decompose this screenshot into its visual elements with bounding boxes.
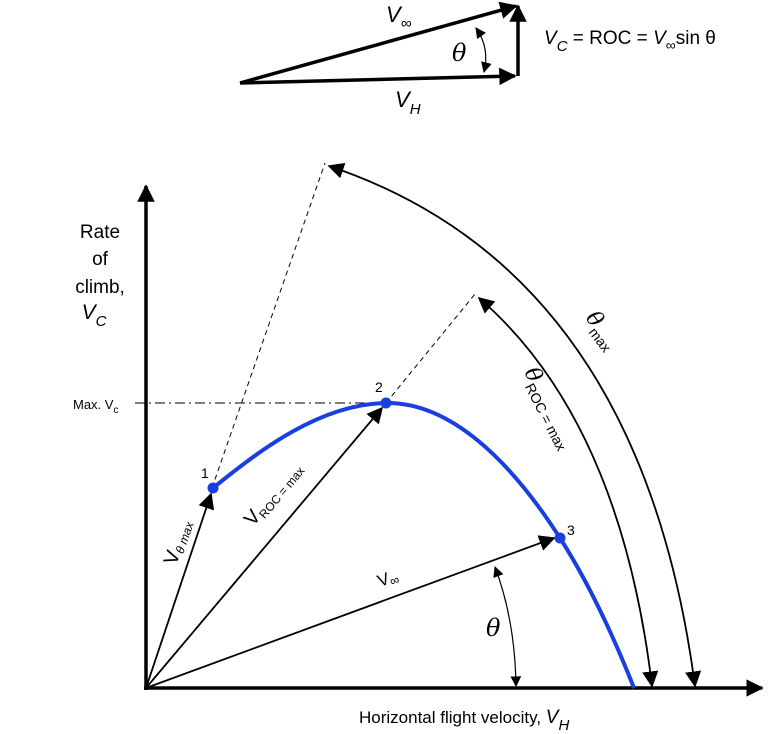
max-vc-label: Max. Vc <box>73 397 118 416</box>
v-inf-label: V∞ <box>386 2 412 32</box>
axes <box>137 184 764 697</box>
roc-equation: VC = ROC = V∞sin θ <box>544 28 716 55</box>
vector-triangle: V∞ VH θ VC = ROC = V∞sin θ <box>239 1 716 118</box>
point-3-label: 1 <box>201 465 209 481</box>
theta-max-arc <box>327 162 702 688</box>
x-axis-label: Horizontal flight velocity, VH <box>359 707 569 734</box>
v-inf-main-label: V∞ <box>375 566 402 593</box>
theta-max-label: θmax <box>578 307 624 356</box>
y-axis-label: Rate of climb, VC <box>75 222 125 330</box>
svg-text:VC: VC <box>82 301 107 330</box>
point-1 <box>554 532 566 544</box>
theta-roc-max-arc <box>477 296 659 688</box>
theta-max-dashed-line <box>211 162 326 489</box>
roc-max-dashed-line <box>385 293 476 404</box>
v-inf-vector <box>239 1 518 85</box>
v-theta-max-vector <box>145 492 215 689</box>
svg-text:Rate: Rate <box>80 222 120 243</box>
theta-label-top: θ <box>452 39 467 67</box>
v-theta-max-label: Vθ max <box>160 516 197 568</box>
svg-text:of: of <box>92 249 109 270</box>
point-1-label: 3 <box>567 522 575 538</box>
point-3 <box>207 482 219 494</box>
svg-text:climb,: climb, <box>75 277 125 298</box>
point-2 <box>380 397 392 409</box>
theta-label: θ <box>486 614 501 642</box>
v-h-vector <box>239 67 517 86</box>
theta-arc-top <box>475 27 492 74</box>
v-h-label: VH <box>395 87 421 118</box>
velocity-vectors <box>145 406 556 689</box>
point-2-label: 2 <box>375 379 383 395</box>
v-inf-vector-main <box>145 535 556 689</box>
hodograph-curve <box>211 400 636 689</box>
v-roc-max-label: VROC = max <box>240 458 307 532</box>
